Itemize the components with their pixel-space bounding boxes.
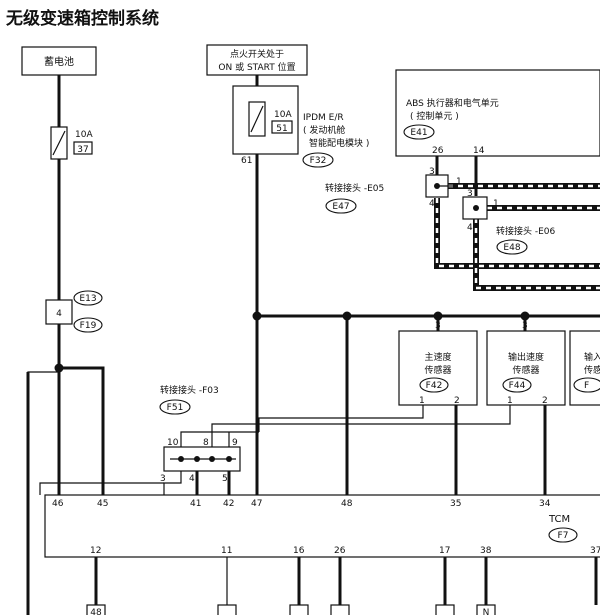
battery-box: 蓄电池 xyxy=(21,46,97,76)
abs-unit: ABS 执行器和电气单元 ( 控制单元 ) xyxy=(395,69,600,157)
ipdm-module xyxy=(232,85,299,155)
tcm-connector-tag: F7 xyxy=(558,531,569,541)
ignition-line2: ON 或 START 位置 xyxy=(218,61,295,73)
joint-e05-tag: E47 xyxy=(332,202,349,212)
joint-f03 xyxy=(163,446,241,472)
e05-pin-4: 4 xyxy=(429,199,435,209)
ipdm-name-1: IPDM E/R xyxy=(303,113,344,123)
primary-speed-sensor: 主速度 传感器 xyxy=(398,330,478,406)
ipdm-fuse-rating: 10A xyxy=(274,110,292,120)
joint-e06-tag: E48 xyxy=(503,243,520,253)
f03-pin-9: 9 xyxy=(232,438,238,448)
abs-line1: ABS 执行器和电气单元 xyxy=(406,97,499,109)
sensor1-line1: 主速度 xyxy=(424,351,451,363)
e06-pin-1: 1 xyxy=(493,199,499,209)
joint-e06 xyxy=(462,196,488,220)
sensor3-tag: F xyxy=(584,381,589,391)
f03-pin-3: 3 xyxy=(160,474,166,484)
tcm-pin-48: 48 xyxy=(341,499,353,509)
connector-f19-tag: F19 xyxy=(80,321,97,331)
bottom-connectors xyxy=(86,604,496,615)
connector-e13-f19: 4 xyxy=(45,299,73,325)
connector-e13-f19-pin: 4 xyxy=(56,309,62,319)
battery-fuse xyxy=(50,126,68,160)
sensor1-pin-1: 1 xyxy=(419,396,425,406)
tcm-pin-34: 34 xyxy=(539,499,551,509)
tcm-pin-12: 12 xyxy=(90,546,101,556)
ipdm-fuse-number: 51 xyxy=(276,124,287,134)
sensor3-line1: 输入 xyxy=(584,351,600,363)
ignition-box: 点火开关处于 ON 或 START 位置 xyxy=(206,44,308,76)
tcm-pin-38: 38 xyxy=(480,546,492,556)
fuse-37-rating: 10A xyxy=(75,130,93,140)
e06-pin-4: 4 xyxy=(467,223,473,233)
tcm-label: TCM xyxy=(548,514,570,525)
joint-e05-label: 转接接头 -E05 xyxy=(325,182,384,194)
diagram-title: 无级变速箱控制系统 xyxy=(5,8,159,29)
abs-pin-26: 26 xyxy=(432,146,444,156)
connector-e13-tag: E13 xyxy=(79,294,96,304)
fuse-37-number: 37 xyxy=(77,145,88,155)
tcm-pin-47: 47 xyxy=(251,499,262,509)
bottom-tag-n: N xyxy=(483,608,490,615)
tcm-pin-41: 41 xyxy=(190,499,201,509)
e06-pin-3: 3 xyxy=(467,189,473,199)
e05-pin-3: 3 xyxy=(429,167,435,177)
ipdm-pin-61: 61 xyxy=(241,156,252,166)
joint-f03-label: 转接接头 -F03 xyxy=(160,384,219,396)
joint-f03-tag: F51 xyxy=(167,403,184,413)
tcm-pin-26: 26 xyxy=(334,546,346,556)
sensor2-line1: 输出速度 xyxy=(508,351,544,363)
sensor1-line2: 传感器 xyxy=(424,364,451,376)
joint-e05 xyxy=(425,174,456,198)
tcm-pin-16: 16 xyxy=(293,546,305,556)
tcm-pin-11: 11 xyxy=(221,546,232,556)
sensor1-tag: F42 xyxy=(426,381,443,391)
abs-connector-tag: E41 xyxy=(410,128,427,138)
sensor2-line2: 传感器 xyxy=(512,364,539,376)
tcm-pin-42: 42 xyxy=(223,499,234,509)
e05-pin-1: 1 xyxy=(456,177,462,187)
input-speed-sensor: 输入 传感 xyxy=(569,330,600,406)
sensor3-line2: 传感 xyxy=(584,364,600,376)
tcm-pin-46: 46 xyxy=(52,499,64,509)
f03-pin-4: 4 xyxy=(189,474,195,484)
f03-pin-8: 8 xyxy=(203,438,209,448)
ipdm-connector-tag: F32 xyxy=(310,156,327,166)
ipdm-name-2: ( 发动机舱 xyxy=(303,124,345,136)
ignition-line1: 点火开关处于 xyxy=(230,48,284,60)
tcm-pin-45: 45 xyxy=(97,499,108,509)
bottom-tag-48: 48 xyxy=(90,608,102,615)
tcm-pin-37: 37 xyxy=(590,546,600,556)
sensor2-pin-2: 2 xyxy=(542,396,548,406)
sensor1-pin-2: 2 xyxy=(454,396,460,406)
battery-label: 蓄电池 xyxy=(44,55,74,68)
sensor2-pin-1: 1 xyxy=(507,396,513,406)
abs-pin-14: 14 xyxy=(473,146,485,156)
tcm-pin-17: 17 xyxy=(439,546,450,556)
ipdm-name-3: 智能配电模块 ) xyxy=(309,137,369,149)
sensor2-tag: F44 xyxy=(509,381,526,391)
bus-dot-ipdm xyxy=(252,311,262,321)
joint-e06-label: 转接接头 -E06 xyxy=(496,225,556,237)
output-speed-sensor: 输出速度 传感器 xyxy=(486,330,566,406)
tcm-module xyxy=(44,494,600,558)
tcm-pin-35: 35 xyxy=(450,499,461,509)
abs-line2: ( 控制单元 ) xyxy=(410,110,459,122)
f03-pin-5: 5 xyxy=(222,474,228,484)
f03-pin-10: 10 xyxy=(167,438,179,448)
